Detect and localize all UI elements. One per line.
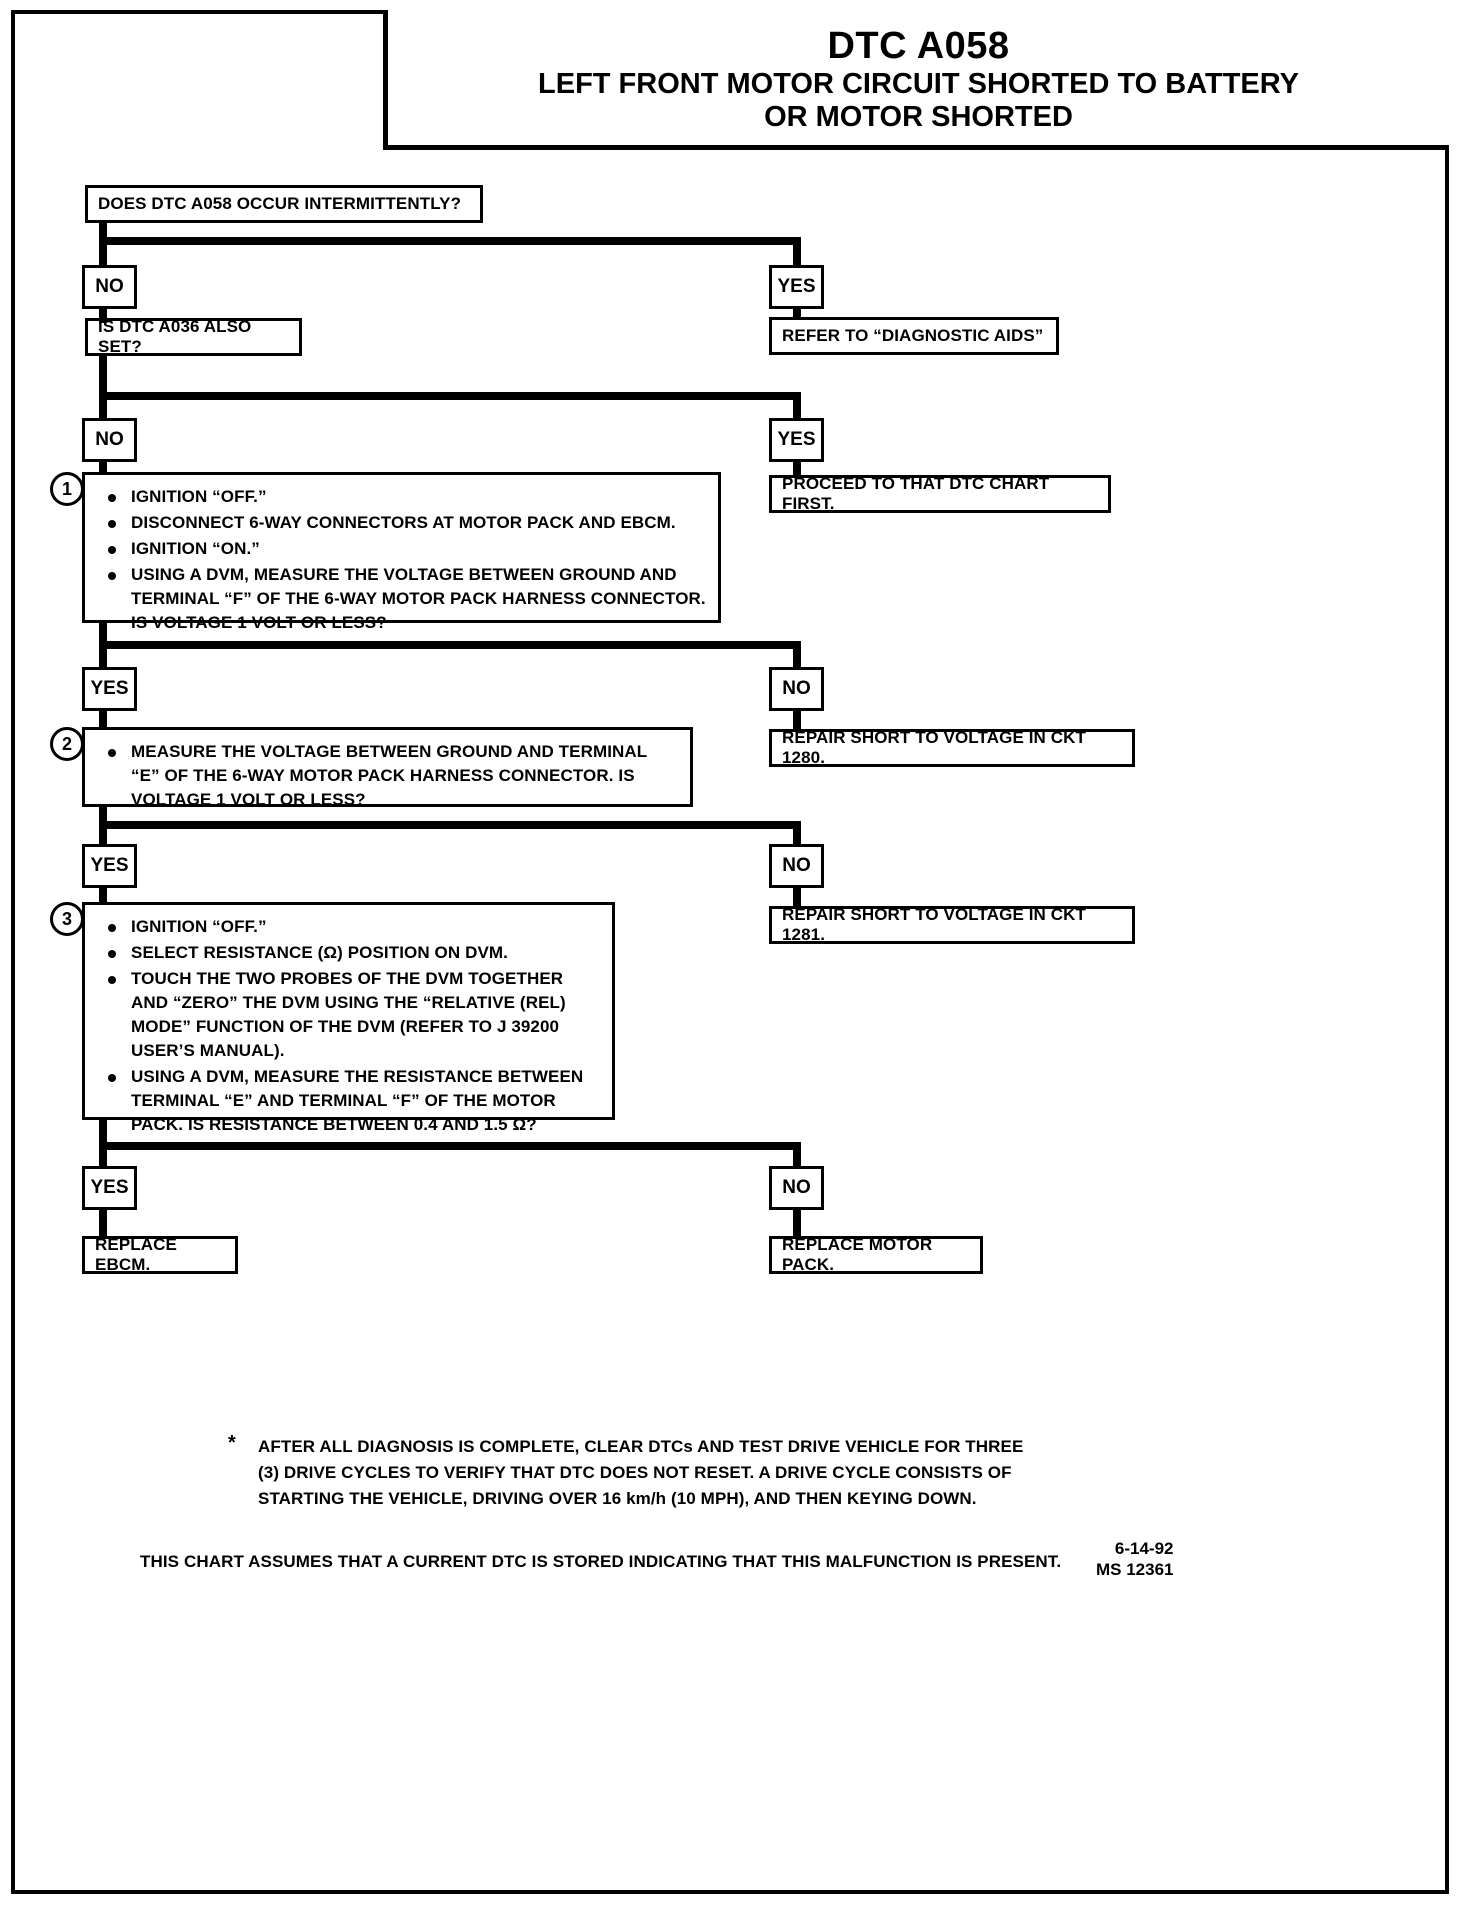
connector-step2-right-down — [793, 821, 801, 848]
connector-step1-left-down — [99, 641, 107, 671]
step-number-circle-3: 3 — [50, 902, 84, 936]
branch-text: YES — [777, 276, 816, 297]
branch-label-step2-yes: YES — [82, 844, 137, 888]
dtc-description-line1: LEFT FRONT MOTOR CIRCUIT SHORTED TO BATT… — [538, 68, 1299, 100]
footnote-line-2: (3) DRIVE CYCLES TO VERIFY THAT DTC DOES… — [258, 1463, 1012, 1482]
question-text: DOES DTC A058 OCCUR INTERMITTENTLY? — [98, 194, 462, 213]
step-3-bullet-list: IGNITION “OFF.” SELECT RESISTANCE (Ω) PO… — [101, 915, 602, 1137]
list-item: MEASURE THE VOLTAGE BETWEEN GROUND AND T… — [101, 740, 680, 812]
dtc-code: DTC A058 — [827, 25, 1010, 67]
connector-step2-left-down — [99, 821, 107, 848]
connector-step2-yes-down — [99, 888, 107, 902]
connector-q2-down — [99, 356, 107, 392]
list-item: USING A DVM, MEASURE THE RESISTANCE BETW… — [101, 1065, 602, 1137]
result-text: PROCEED TO THAT DTC CHART FIRST. — [782, 474, 1050, 513]
connector-q2-split — [99, 392, 801, 400]
branch-text: YES — [90, 678, 129, 699]
connector-step3-down — [99, 1120, 107, 1150]
connector-step3-no-down — [793, 1210, 801, 1236]
list-item: USING A DVM, MEASURE THE VOLTAGE BETWEEN… — [101, 563, 708, 635]
question-box-dtc-a036: IS DTC A036 ALSO SET? — [85, 317, 302, 356]
connector-q2-yes-down — [793, 462, 801, 475]
branch-label-step3-yes: YES — [82, 1166, 137, 1210]
list-item: DISCONNECT 6-WAY CONNECTORS AT MOTOR PAC… — [101, 511, 708, 535]
result-box-repair-ckt-1280: REPAIR SHORT TO VOLTAGE IN CKT 1280. — [769, 728, 1135, 767]
dtc-description-line2: OR MOTOR SHORTED — [764, 101, 1073, 133]
list-item: TOUCH THE TWO PROBES OF THE DVM TOGETHER… — [101, 967, 602, 1063]
result-box-diagnostic-aids: REFER TO “DIAGNOSTIC AIDS” — [769, 317, 1059, 355]
connector-q1-no-down — [99, 309, 107, 323]
connector-step1-split — [99, 641, 801, 649]
connector-step1-no-down — [793, 711, 801, 729]
step-number: 3 — [61, 908, 72, 929]
footnote-line-1: AFTER ALL DIAGNOSIS IS COMPLETE, CLEAR D… — [258, 1437, 1024, 1456]
connector-q2-right-down — [793, 392, 801, 422]
step-number-circle-2: 2 — [50, 727, 84, 761]
branch-text: YES — [777, 429, 816, 450]
list-item: SELECT RESISTANCE (Ω) POSITION ON DVM. — [101, 941, 602, 965]
connector-q1-down — [99, 223, 107, 243]
connector-step3-left-down — [99, 1142, 107, 1170]
result-box-replace-ebcm: REPLACE EBCM. — [82, 1235, 238, 1274]
result-text: REPLACE EBCM. — [95, 1235, 177, 1274]
result-text: REPAIR SHORT TO VOLTAGE IN CKT 1280. — [782, 728, 1086, 767]
question-box-intermittent: DOES DTC A058 OCCUR INTERMITTENTLY? — [85, 185, 483, 223]
branch-text: NO — [782, 855, 811, 876]
footnote-asterisk: * — [228, 1432, 236, 1454]
step-1-bullet-list: IGNITION “OFF.” DISCONNECT 6-WAY CONNECT… — [101, 485, 708, 635]
footnote-line-3: STARTING THE VEHICLE, DRIVING OVER 16 km… — [258, 1489, 977, 1508]
result-text: REFER TO “DIAGNOSTIC AIDS” — [782, 326, 1044, 345]
connector-step2-down — [99, 807, 107, 829]
list-item: IGNITION “ON.” — [101, 537, 708, 561]
branch-label-q2-yes: YES — [769, 418, 824, 462]
branch-text: YES — [90, 1177, 129, 1198]
title-block: DTC A058 LEFT FRONT MOTOR CIRCUIT SHORTE… — [383, 10, 1449, 150]
result-box-replace-motor-pack: REPLACE MOTOR PACK. — [769, 1235, 983, 1274]
step-box-3: IGNITION “OFF.” SELECT RESISTANCE (Ω) PO… — [82, 902, 615, 1134]
branch-label-step3-no: NO — [769, 1166, 824, 1210]
connector-q2-left-down — [99, 392, 107, 422]
document-number: MS 12361 — [1096, 1560, 1174, 1579]
connector-q1-yes-down — [793, 309, 801, 317]
branch-text: NO — [782, 678, 811, 699]
connector-step3-right-down — [793, 1142, 801, 1170]
connector-q1-split — [99, 237, 801, 245]
connector-q1-right-down — [793, 237, 801, 270]
connector-q2-no-down — [99, 462, 107, 474]
connector-step3-split — [99, 1142, 801, 1150]
branch-label-step2-no: NO — [769, 844, 824, 888]
branch-text: NO — [95, 276, 124, 297]
chart-assumption-note: THIS CHART ASSUMES THAT A CURRENT DTC IS… — [140, 1552, 1062, 1571]
branch-label-q2-no: NO — [82, 418, 137, 462]
step-2-bullet-list: MEASURE THE VOLTAGE BETWEEN GROUND AND T… — [101, 740, 680, 812]
connector-step1-right-down — [793, 641, 801, 671]
connector-step2-split — [99, 821, 801, 829]
revision-date: 6-14-92 — [1114, 1539, 1174, 1558]
list-item: IGNITION “OFF.” — [101, 485, 708, 509]
connector-step1-down — [99, 623, 107, 649]
connector-step3-yes-down — [99, 1210, 107, 1236]
result-text: REPLACE MOTOR PACK. — [782, 1235, 933, 1274]
branch-label-step1-yes: YES — [82, 667, 137, 711]
step-number: 2 — [61, 733, 72, 754]
step-box-2: MEASURE THE VOLTAGE BETWEEN GROUND AND T… — [82, 727, 693, 809]
branch-label-q1-yes: YES — [769, 265, 824, 309]
step-number: 1 — [61, 478, 72, 499]
result-box-proceed-dtc-chart: PROCEED TO THAT DTC CHART FIRST. — [769, 474, 1111, 513]
list-item: IGNITION “OFF.” — [101, 915, 602, 939]
result-box-repair-ckt-1281: REPAIR SHORT TO VOLTAGE IN CKT 1281. — [769, 905, 1135, 944]
branch-label-q1-no: NO — [82, 265, 137, 309]
step-number-circle-1: 1 — [50, 472, 84, 506]
step-box-1: IGNITION “OFF.” DISCONNECT 6-WAY CONNECT… — [82, 472, 721, 632]
branch-text: NO — [782, 1177, 811, 1198]
branch-label-step1-no: NO — [769, 667, 824, 711]
connector-step1-yes-down — [99, 711, 107, 727]
document-id-block: 6-14-92 MS 12361 — [1096, 1538, 1174, 1580]
result-text: REPAIR SHORT TO VOLTAGE IN CKT 1281. — [782, 905, 1086, 944]
branch-text: NO — [95, 429, 124, 450]
branch-text: YES — [90, 855, 129, 876]
connector-q1-left-down — [99, 237, 107, 270]
question-text: IS DTC A036 ALSO SET? — [98, 317, 252, 356]
connector-step2-no-down — [793, 888, 801, 906]
